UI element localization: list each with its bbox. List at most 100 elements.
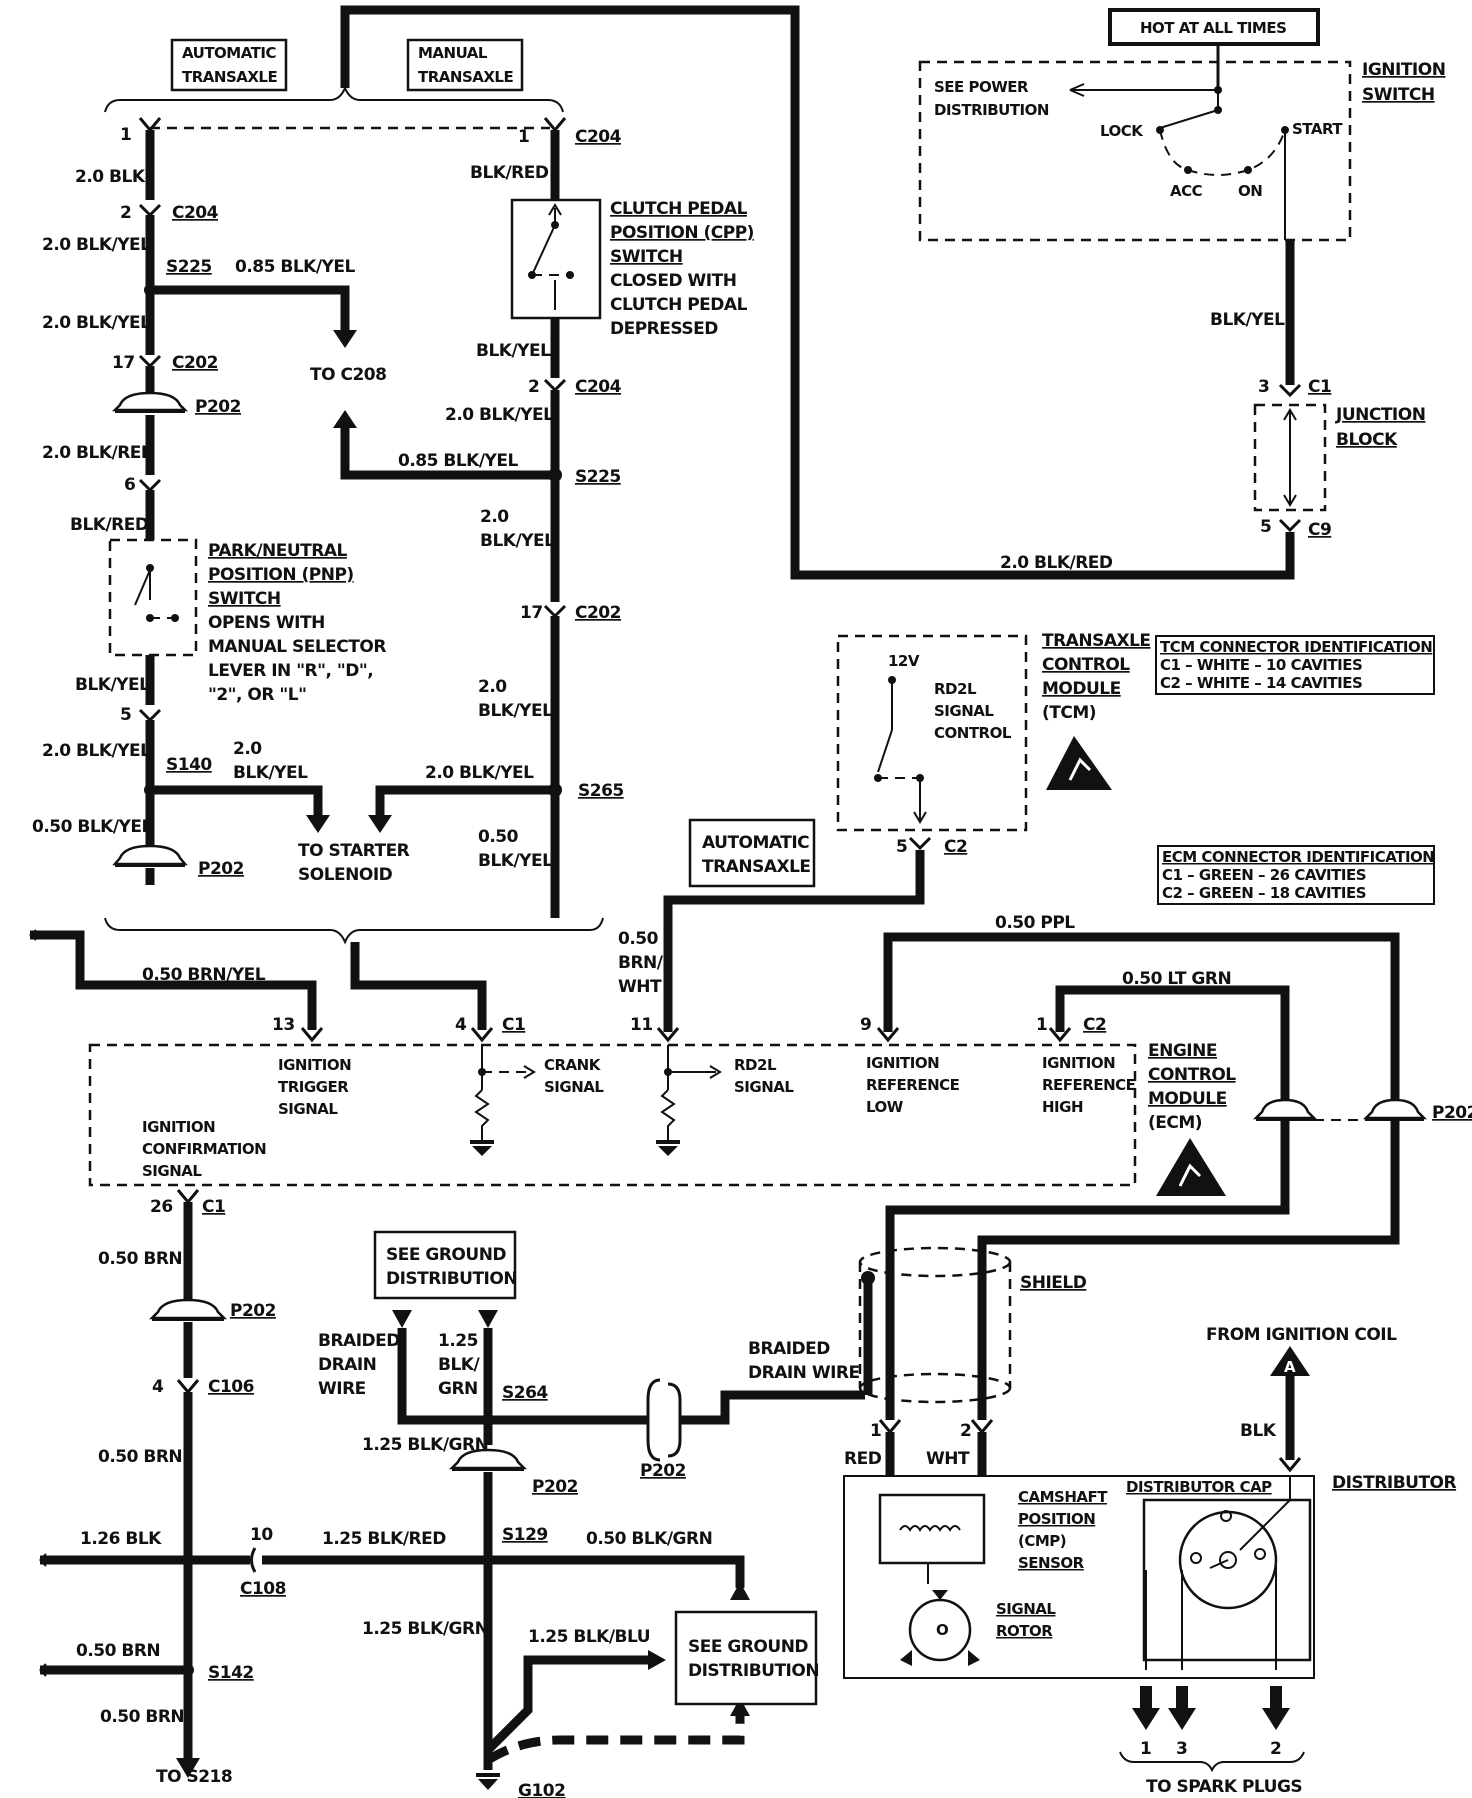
label-ll-w2: 0.50 BRN [98,1447,182,1467]
label-gnd-w3: 0.50 BLK/GRN [586,1529,712,1549]
label-pnp-3: SWITCH [208,589,281,609]
label-rotor-2: ROTOR [996,1622,1053,1640]
label-s264: S264 [502,1383,548,1403]
label-cpp-note-3: DEPRESSED [610,319,718,339]
label-ref-low-3: LOW [866,1098,904,1116]
label-tap-wire: 0.85 BLK/YEL [235,257,355,277]
label-ll-w1: 0.50 BRN [98,1249,182,1269]
label-tcm-id-c2: C2 – WHITE – 14 CAVITIES [1160,674,1362,692]
label-manual-transaxle-2: TRANSAXLE [418,68,513,86]
label-cpp-note-2: CLUTCH PEDAL [610,295,748,315]
label-pin-10: 10 [250,1525,273,1545]
label-c108: C108 [240,1579,286,1599]
label-auto-box-1: AUTOMATIC [702,833,809,853]
label-shield: SHIELD [1020,1273,1087,1293]
label-ecm-pin-13: 13 [272,1015,295,1035]
label-ll-w5: 0.50 BRN [76,1641,160,1661]
label-wire-5-right-1: 2.0 [478,677,507,697]
label-pin-5-left: 5 [120,705,131,725]
label-wire-6-right-1: 0.50 [478,827,519,847]
label-12v: 12V [888,652,920,670]
label-dist-pin-2: 2 [960,1421,971,1441]
label-s225-right: S225 [575,467,621,487]
label-a: A [1284,1358,1296,1376]
label-ecm-id-title: ECM CONNECTOR IDENTIFICATION [1162,848,1434,866]
label-confirm-3: SIGNAL [142,1162,202,1180]
label-bottom-wire: 2.0 BLK/RED [1000,553,1113,573]
label-see-ground-2a: SEE GROUND [688,1637,808,1657]
label-rd2l-wire-3: WHT [618,977,662,997]
label-auto-box-2: TRANSAXLE [702,857,811,877]
label-ll-c1: C1 [202,1197,225,1217]
label-ll-pin-4: 4 [152,1377,164,1397]
ignition-switch: HOT AT ALL TIMES SEE POWER DISTRIBUTION … [918,8,1446,242]
label-braided2-2: DRAIN WIRE [748,1363,860,1383]
label-cpp-2: POSITION (CPP) [610,223,754,243]
label-plug-1: 1 [1140,1739,1151,1759]
label-junction-1: JUNCTION [1335,405,1425,425]
label-lock: LOCK [1100,122,1144,140]
label-pin-17-right: 17 [520,603,543,623]
label-pin-2-right: 2 [528,377,539,397]
label-ignition-switch-2: SWITCH [1362,85,1435,105]
label-ref-low-2: REFERENCE [866,1076,960,1094]
label-wire-6: BLK/YEL [75,675,150,695]
label-g102: G102 [518,1781,565,1798]
label-gnd-w2: 1.25 BLK/GRN [362,1435,488,1455]
label-wire-4-right-1: 2.0 [480,507,509,527]
label-wire-blk-red-right: BLK/RED [470,163,549,183]
transaxle-brace: AUTOMATIC TRANSAXLE MANUAL TRANSAXLE [104,38,604,945]
label-ignition-switch-1: IGNITION [1362,60,1445,80]
label-gnd-w1-3: GRN [438,1379,478,1399]
label-wire-3-right: 2.0 BLK/YEL [445,405,554,425]
label-wire-3: 2.0 BLK/YEL [42,313,151,333]
label-junction-wire: BLK/YEL [1210,310,1285,330]
label-c9: C9 [1308,520,1331,540]
label-ll-w6: 0.50 BRN [100,1707,184,1727]
label-pin-1: 1 [120,125,131,145]
label-ecm-pin-9: 9 [860,1015,871,1035]
label-see-power-1: SEE POWER [934,78,1029,96]
label-ref-high-2: REFERENCE [1042,1076,1136,1094]
label-cmp-4: SENSOR [1018,1554,1085,1572]
label-dist-pin-1: 1 [870,1421,881,1441]
label-s142: S142 [208,1663,254,1683]
label-pin-1-right: 1 [518,127,529,147]
label-gnd-p202-b: P202 [640,1461,686,1481]
label-see-ground-1a: SEE GROUND [386,1245,506,1265]
label-c204-b: C204 [575,377,622,397]
label-gnd-p202: P202 [532,1477,578,1497]
label-ecm-pin-1: 1 [1036,1015,1047,1035]
label-cmp-1: CAMSHAFT [1018,1488,1108,1506]
label-pin-26: 26 [150,1197,173,1217]
label-rd2l-2: SIGNAL [934,702,994,720]
label-distributor: DISTRIBUTOR [1332,1473,1457,1493]
label-cpp-note-1: CLOSED WITH [610,271,736,291]
label-ll-w4: 1.25 BLK/RED [322,1529,446,1549]
label-ecm-id-c1: C1 – GREEN – 26 CAVITIES [1162,866,1366,884]
label-ecm-pin-11: 11 [630,1015,653,1035]
label-rd2l-wire-2: BRN/ [618,953,664,973]
label-braided-1: BRAIDED [318,1331,400,1351]
label-acc: ACC [1170,182,1203,200]
label-pnp-note-4: "2", OR "L" [208,685,306,705]
label-pin-5: 5 [1260,517,1271,537]
label-wire-5-right-2: BLK/YEL [478,701,553,721]
label-distributor-cap: DISTRIBUTOR CAP [1126,1478,1272,1496]
label-start: START [1292,120,1343,138]
label-p202: P202 [195,397,241,417]
label-automatic-transaxle-1: AUTOMATIC [182,44,276,62]
label-s265: S265 [578,781,624,801]
label-cmp-2: POSITION [1018,1510,1095,1528]
label-tcm-pin-5: 5 [896,837,907,857]
label-cpp-3: SWITCH [610,247,683,267]
label-rd2l-3: CONTROL [934,724,1012,742]
label-wire-brn-yel: 0.50 BRN/YEL [142,965,266,985]
label-c204: C204 [172,203,219,223]
label-plug-3: 3 [1176,1739,1187,1759]
label-pin-2: 2 [120,203,131,223]
label-wire-2-0-blk-yel: 2.0 BLK/YEL [42,235,151,255]
label-hot-at-all-times: HOT AT ALL TIMES [1140,19,1286,37]
label-pin-6: 6 [124,475,135,495]
signal-rotor-center: O [936,1621,948,1639]
